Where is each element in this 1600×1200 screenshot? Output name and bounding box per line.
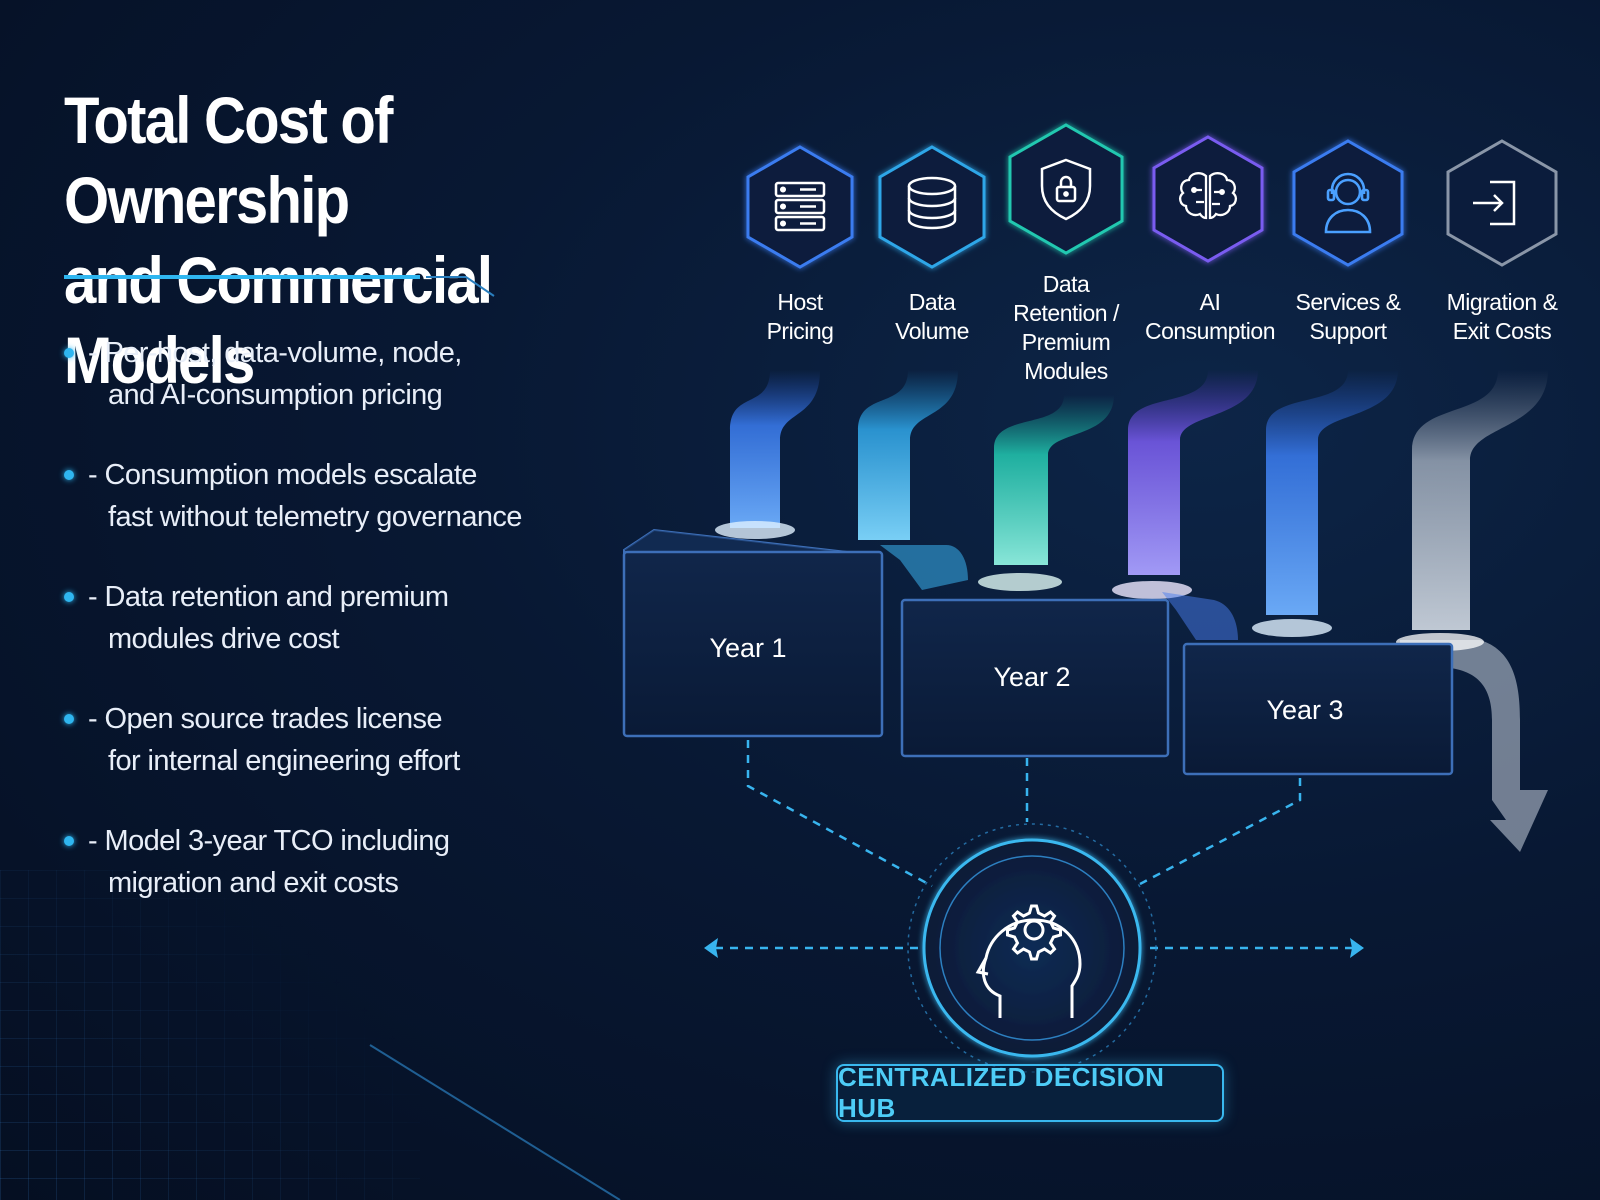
year-3-label: Year 3 [1266, 695, 1343, 725]
bullet-item: - Open source trades license for interna… [64, 698, 584, 782]
arrow-right-icon [1350, 938, 1364, 958]
hub-label: CENTRALIZED DECISION HUB [836, 1062, 1224, 1123]
label-ai-consumption: AI Consumption [1144, 289, 1276, 344]
hex-data-retention [1008, 123, 1124, 255]
stream-ai-consumption [1112, 370, 1258, 640]
year-1-label: Year 1 [709, 633, 786, 663]
bullet-dot-icon [64, 348, 74, 358]
hub-connectors [715, 740, 1352, 950]
bullet-item: - Consumption models escalate fast witho… [64, 454, 584, 538]
title-line-2: and Commercial Models [64, 243, 493, 397]
bullet-dot-icon [64, 714, 74, 724]
title-line-1: Total Cost of Ownership [64, 83, 393, 237]
label-data-retention: Data Retention / Premium Modules [1013, 271, 1119, 384]
hex-data-volume [878, 145, 986, 269]
page-title: Total Cost of Ownership and Commercial M… [64, 80, 662, 400]
bullet-dot-icon [64, 592, 74, 602]
bullet-dot-icon [64, 470, 74, 480]
bullet-dot-icon [64, 836, 74, 846]
bullet-item: - Model 3-year TCO including migration a… [64, 820, 584, 904]
stream-data-volume [858, 370, 968, 590]
year-2-box [900, 598, 1170, 758]
bullet-item: - Per-host, data-volume, node, and AI-co… [64, 332, 584, 416]
year-1-box [622, 528, 884, 738]
brain-icon [1179, 172, 1237, 220]
hex-migration-exit [1446, 139, 1558, 267]
head-gear-icon [975, 904, 1082, 1018]
year-2-label: Year 2 [993, 662, 1070, 692]
year-3-box [1182, 642, 1454, 776]
stream-host-pricing [715, 370, 820, 539]
stream-data-retention [978, 395, 1114, 591]
server-icon [774, 181, 826, 232]
shield-lock-icon [1040, 158, 1092, 221]
stream-services-support [1252, 370, 1398, 637]
decision-hub [907, 823, 1157, 1073]
hex-host-pricing [746, 145, 854, 269]
label-migration-exit: Migration & Exit Costs [1446, 289, 1558, 344]
grid-background [0, 870, 420, 1200]
database-icon [907, 176, 957, 230]
label-host-pricing: Host Pricing [766, 289, 834, 344]
headset-user-icon [1324, 172, 1372, 234]
stream-migration-exit [1396, 370, 1548, 852]
hex-ai-consumption [1152, 135, 1264, 263]
bullet-item: - Data retention and premium modules dri… [64, 576, 584, 660]
label-data-volume: Data Volume [895, 289, 969, 344]
arrow-left-icon [704, 938, 718, 958]
label-services-support: Services & Support [1295, 289, 1401, 344]
exit-arrow-icon [1473, 180, 1516, 226]
bullet-list: - Per-host, data-volume, node, and AI-co… [64, 332, 584, 942]
hex-services-support [1292, 139, 1404, 267]
